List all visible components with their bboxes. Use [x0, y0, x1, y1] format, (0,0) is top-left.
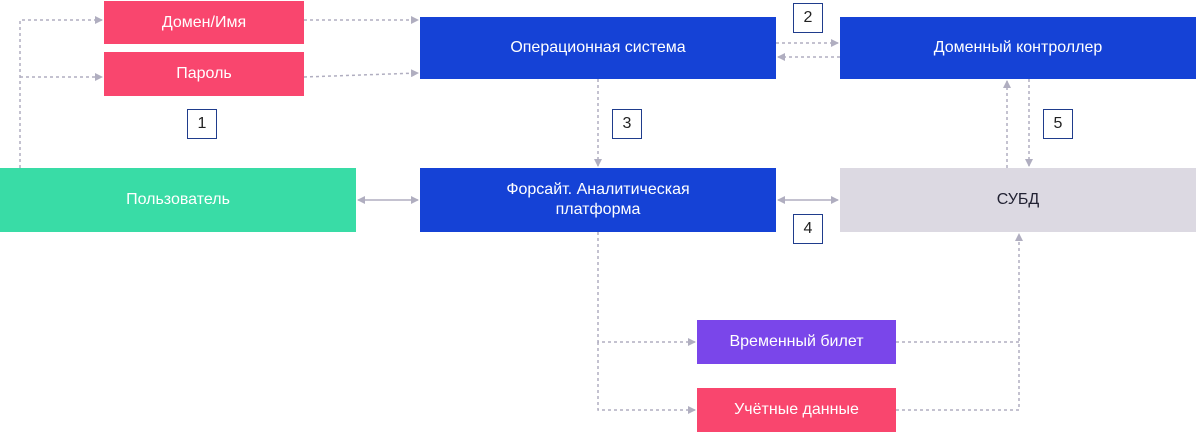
- wire-user-to-domain: [19, 16, 103, 168]
- node-user: Пользователь: [0, 168, 356, 232]
- node-password: Пароль: [104, 52, 304, 96]
- node-temporary-ticket: Временный билет: [697, 320, 896, 364]
- node-label: Временный билет: [729, 333, 864, 350]
- node-label: Доменный контроллер: [933, 39, 1103, 56]
- step-badge-3: 3: [612, 109, 642, 139]
- step-badge-4: 4: [793, 214, 823, 244]
- node-dbms: СУБД: [840, 168, 1196, 232]
- wire-password-to-os: [303, 69, 419, 78]
- node-label: Пароль: [176, 65, 232, 82]
- node-label: Учётные данные: [734, 401, 859, 418]
- step-badge-1: 1: [187, 109, 217, 139]
- node-label: СУБД: [996, 191, 1040, 208]
- wire-credentials-to-dbms: [896, 233, 1023, 411]
- node-operating-system: Операционная система: [420, 17, 776, 79]
- node-domain-controller: Доменный контроллер: [840, 17, 1196, 79]
- node-label: Операционная система: [510, 39, 686, 56]
- wire-platform-to-credentials: [597, 342, 696, 414]
- node-label: Форсайт. Аналитическая платформа: [506, 181, 690, 218]
- step-badge-2: 2: [793, 3, 823, 33]
- node-credentials: Учётные данные: [697, 388, 896, 432]
- node-domain-name: Домен/Имя: [104, 1, 304, 44]
- node-foresight-platform: Форсайт. Аналитическая платформа: [420, 168, 776, 232]
- wire-platform-to-ticket: [597, 232, 696, 346]
- node-label: Пользователь: [126, 191, 230, 208]
- step-badge-5: 5: [1043, 109, 1073, 139]
- node-label: Домен/Имя: [161, 13, 247, 31]
